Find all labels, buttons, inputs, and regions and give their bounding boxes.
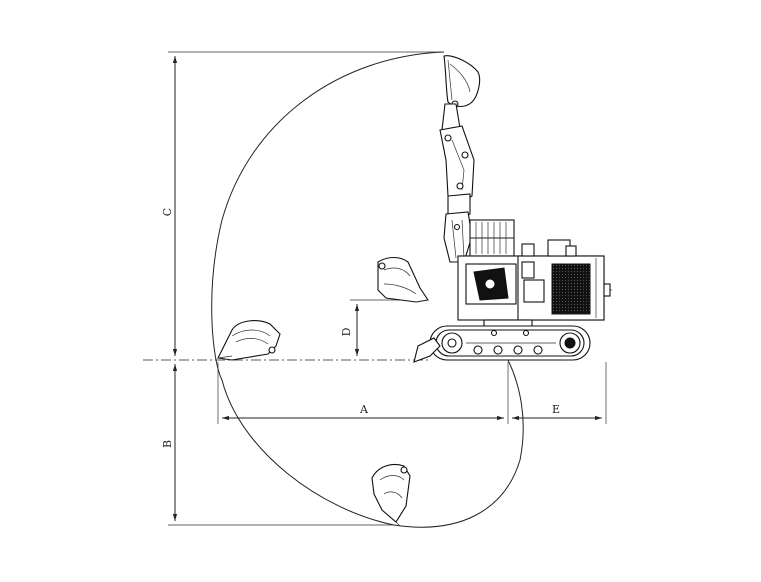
dimension-d: D bbox=[340, 299, 410, 356]
reach-envelope-arc bbox=[211, 51, 524, 528]
bucket-mid bbox=[377, 256, 429, 303]
bucket-top bbox=[443, 55, 481, 108]
dimension-a-label: A bbox=[359, 403, 369, 416]
dimension-b: B bbox=[161, 364, 395, 526]
bucket-bottom bbox=[371, 463, 411, 527]
dimension-a: A bbox=[217, 362, 509, 424]
operator-cab bbox=[469, 219, 515, 257]
dimension-e: E bbox=[512, 362, 607, 424]
dimension-c-label: C bbox=[161, 208, 174, 216]
dimension-d-label: D bbox=[340, 327, 353, 336]
dimension-c: C bbox=[161, 51, 444, 356]
dimension-e-label: E bbox=[552, 403, 560, 416]
dimension-b-label: B bbox=[161, 440, 174, 448]
excavator-boom-arm bbox=[439, 103, 475, 263]
upper-structure bbox=[457, 239, 612, 329]
bucket-ground bbox=[217, 320, 281, 361]
undercarriage bbox=[413, 325, 591, 363]
